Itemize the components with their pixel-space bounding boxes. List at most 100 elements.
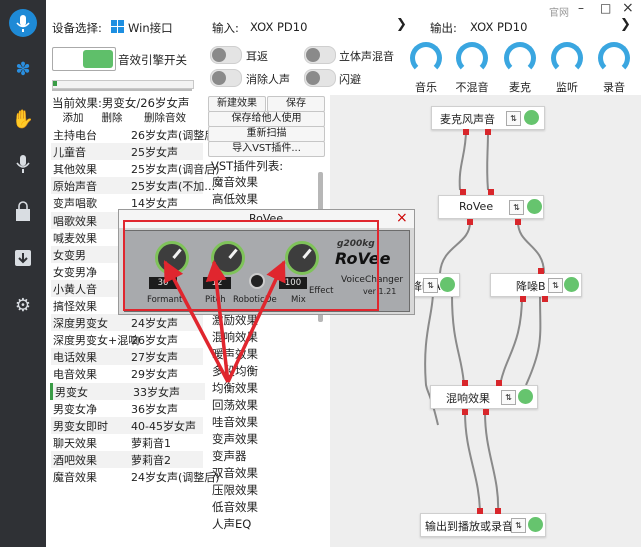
effect-category[interactable]: 男变女即时: [53, 419, 108, 433]
effect-preset[interactable]: 33岁女声: [133, 385, 180, 399]
effect-list-row[interactable]: 男变女 33岁女声: [50, 382, 205, 400]
node-settings-icon[interactable]: ⇅: [511, 518, 526, 533]
effect-category[interactable]: 男变女净: [53, 402, 97, 416]
output-dropdown-chevron-icon[interactable]: ❯: [620, 17, 631, 32]
effect-preset[interactable]: 25岁女声: [131, 146, 178, 160]
effect-list-row[interactable]: 搞怪效果: [51, 297, 203, 314]
node-settings-icon[interactable]: ⇅: [423, 278, 438, 293]
effect-list-row[interactable]: 变声唱歌 14岁女声: [51, 194, 203, 211]
minimize-button[interactable]: –: [578, 1, 584, 15]
add-button[interactable]: 添加: [62, 112, 84, 124]
effect-category[interactable]: 电话效果: [53, 351, 97, 365]
effect-list-row[interactable]: 魔音效果 24岁女声(调整后): [51, 468, 220, 485]
monitor-volume-dial[interactable]: [551, 42, 583, 74]
save-for-others-button[interactable]: 保存给他人使用: [208, 111, 325, 127]
hand-icon[interactable]: ✋: [11, 109, 35, 130]
effect-list-row[interactable]: 电话效果 27岁女声: [51, 348, 203, 366]
effect-preset[interactable]: 25岁女声(调音后): [131, 163, 220, 177]
vst-plugin-item[interactable]: 多段均衡: [212, 364, 258, 378]
effect-category[interactable]: 魔音效果: [53, 471, 97, 484]
effect-category[interactable]: 原始声音: [53, 180, 97, 194]
effect-preset[interactable]: 萝莉音2: [131, 453, 171, 467]
shop-bag-icon[interactable]: [11, 200, 35, 224]
effect-category[interactable]: 女变男净: [53, 265, 97, 279]
music-volume-dial[interactable]: [410, 42, 442, 74]
rovee-close-button[interactable]: ×: [396, 210, 408, 226]
effect-category[interactable]: 变声唱歌: [53, 197, 97, 211]
effect-preset[interactable]: 25岁女声(不加…: [131, 180, 216, 194]
effect-list-row[interactable]: 男变女净 36岁女声: [51, 400, 203, 417]
vst-plugin-item[interactable]: 魔音效果: [212, 175, 258, 189]
vst-plugin-item[interactable]: 变声器: [212, 449, 247, 463]
vst-plugin-item[interactable]: 回荡效果: [212, 398, 258, 412]
mic-logo-icon[interactable]: [9, 9, 37, 37]
vst-plugin-item[interactable]: 变声效果: [212, 432, 258, 446]
delete-effect-button[interactable]: 删除音效: [144, 112, 186, 124]
node-enabled-led[interactable]: [518, 389, 533, 404]
effect-category[interactable]: 聊天效果: [53, 436, 97, 450]
official-site-link[interactable]: 官网: [549, 8, 569, 19]
vst-plugin-item[interactable]: 压限效果: [212, 483, 258, 497]
remove-vocal-toggle[interactable]: [210, 69, 242, 87]
effect-list-row[interactable]: 女变男净: [51, 263, 203, 280]
effect-preset[interactable]: 27岁女声: [131, 351, 178, 365]
mic-volume-dial[interactable]: [504, 42, 536, 74]
input-dropdown-chevron-icon[interactable]: ❯: [396, 17, 407, 32]
effect-list-row[interactable]: 喊麦效果: [51, 229, 203, 246]
maximize-button[interactable]: □: [600, 1, 612, 15]
node-enabled-led[interactable]: [564, 277, 579, 292]
vst-plugin-item[interactable]: 人声EQ: [212, 517, 252, 531]
reverb-node[interactable]: 混响效果 ⇅: [430, 385, 538, 409]
effect-preset[interactable]: 24岁女声(调整后): [131, 471, 220, 484]
mix-knob[interactable]: [285, 241, 319, 275]
settings-gear-icon[interactable]: ⚙: [14, 295, 32, 316]
effect-list-row[interactable]: 原始声音 25岁女声(不加…: [51, 177, 215, 195]
no-mix-volume-dial[interactable]: [456, 42, 488, 74]
node-enabled-led[interactable]: [524, 110, 539, 125]
vst-plugin-item[interactable]: 混响效果: [212, 330, 258, 344]
vst-plugin-item[interactable]: 暖声效果: [212, 347, 258, 361]
save-button[interactable]: 保存: [267, 96, 325, 112]
input-select[interactable]: XOX PD10: [250, 20, 308, 34]
effect-category[interactable]: 唱歌效果: [53, 214, 97, 228]
effect-preset[interactable]: 14岁女声: [131, 197, 178, 211]
vst-plugin-item[interactable]: 双音效果: [212, 466, 258, 480]
effect-list-row[interactable]: 深度男变女 24岁女声: [51, 314, 203, 332]
effect-preset[interactable]: 29岁女声: [131, 368, 178, 382]
effect-category[interactable]: 酒吧效果: [53, 453, 97, 467]
vst-plugin-item[interactable]: 高低效果: [212, 192, 258, 206]
effect-category[interactable]: 深度男变女: [53, 317, 108, 331]
effect-category[interactable]: 搞怪效果: [53, 300, 97, 313]
node-enabled-led[interactable]: [440, 277, 455, 292]
effect-category[interactable]: 电音效果: [53, 368, 97, 382]
effect-preset[interactable]: 36岁女声: [131, 402, 178, 416]
mic-input-node[interactable]: 麦克风声音 ⇅: [431, 106, 545, 130]
node-settings-icon[interactable]: ⇅: [506, 111, 521, 126]
microphone-icon[interactable]: [11, 152, 35, 176]
effect-list-row[interactable]: 酒吧效果 萝莉音2: [51, 450, 203, 468]
effect-preset[interactable]: 26岁女声(调整后): [131, 129, 220, 142]
device-select[interactable]: Win接口: [128, 21, 173, 35]
node-enabled-led[interactable]: [528, 517, 543, 532]
effect-list-row[interactable]: 男变女即时 40-45岁女声: [51, 416, 203, 434]
download-icon[interactable]: [11, 246, 35, 270]
vst-plugin-item[interactable]: 低音效果: [212, 500, 258, 514]
rescan-button[interactable]: 重新扫描: [208, 126, 325, 142]
effect-preset[interactable]: 24岁女声: [131, 317, 178, 331]
node-settings-icon[interactable]: ⇅: [548, 278, 563, 293]
effect-category[interactable]: 儿童音: [53, 146, 86, 160]
output-select[interactable]: XOX PD10: [470, 20, 528, 34]
import-vst-button[interactable]: 导入VST插件...: [208, 141, 325, 157]
effect-preset[interactable]: 萝莉音1: [131, 436, 171, 450]
effect-category[interactable]: 深度男变女+混响: [53, 334, 140, 348]
effect-category[interactable]: 男变女: [55, 385, 88, 399]
rovee-node[interactable]: RoVee ⇅: [438, 195, 544, 219]
close-button[interactable]: ×: [622, 0, 634, 16]
node-enabled-led[interactable]: [527, 199, 542, 214]
effect-category[interactable]: 女变男: [53, 248, 86, 262]
ducking-toggle[interactable]: [304, 69, 336, 87]
effect-preset[interactable]: 40-45岁女声: [131, 419, 196, 433]
